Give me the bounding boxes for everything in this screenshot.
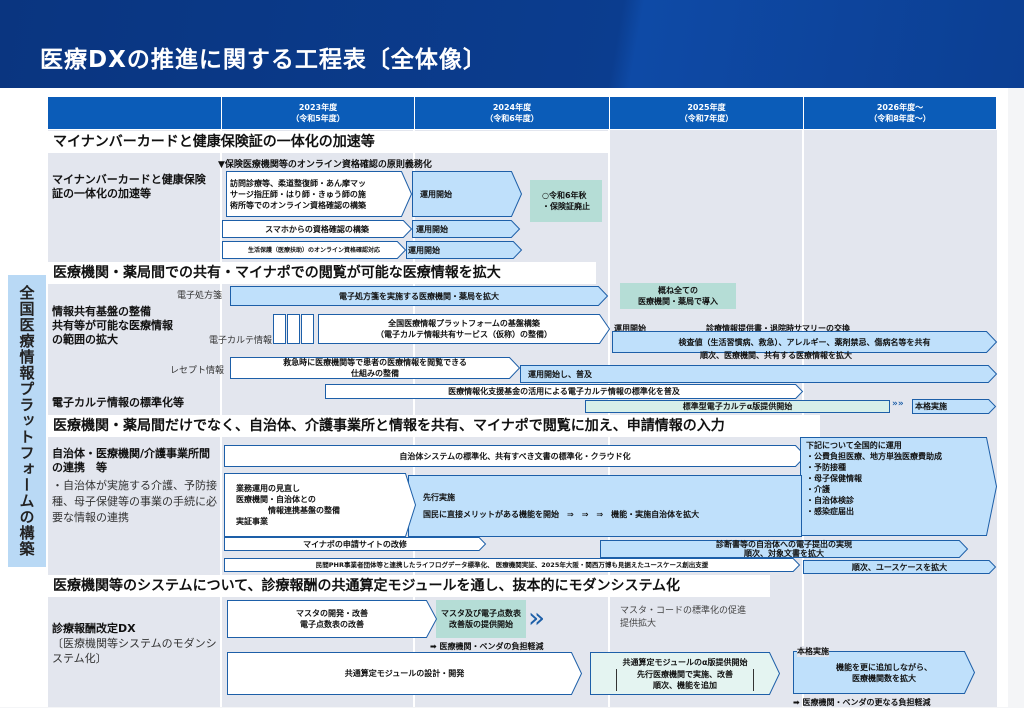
header-blank [48,97,222,129]
emr-label: 電子カルテ情報 [208,336,272,346]
arrow-shape [590,652,781,695]
header-2024: 2024年度 （令和6年度） [415,97,610,129]
section3-heading: 医療機関・薬局間だけでなく、自治体、介護事業所と情報を共有、マイナポで閲覧に加え… [48,415,820,437]
operation-start-1: 運用開始 [412,171,523,217]
receipt-label: レセプト情報 [169,366,224,376]
nationwide-operation-box: 下記について全国的に運用 ・公費負担医療、地方単独医療費助成・予防接種・母子保健… [800,437,998,536]
arrow-shape [226,171,413,217]
chevron-icons: » [528,601,546,634]
municipal-standard-arrow: 自治体システムの標準化、共有すべき文書の標準化・クラウド化 [224,445,807,467]
operation-start-3: 運用開始 [406,241,523,259]
emr-operation-start: 運用開始 [614,324,646,333]
section3-label: 自治体・医療機関/介護事業所間の連携 等 [52,447,211,474]
section2-label: 情報共有基盤の整備 共有等が可能な医療情報 の範囲の拡大 [52,305,173,346]
arrow-shape [222,241,407,259]
phase-block [273,314,286,344]
arrow-shape [408,475,802,537]
fund-arrow: 医療情報化支援基金の活用による電子カルテ情報の標準化を普及 [325,384,804,399]
mynaportal-arrow: マイナポの申請サイトの改修 [224,537,487,551]
master-next-text: マスタ・コードの標準化の促進 提供拡大 [620,606,747,629]
emr-operation-arrow: 検査値（生活習慣病、救急）、アレルギー、薬剤禁忌、傷病名等を共有 [612,331,998,353]
arrow-shape [412,220,521,238]
header-2026: 2026年度～ （令和8年度～） [804,97,997,129]
smartphone-check-arrow: スマホからの資格確認の構築 [222,220,413,238]
section4-label: 診療報酬改定DX [52,622,136,635]
emr-exchange-text: 診療情報提供書・退院時サマリーの交換 [706,324,850,333]
emr-standard-label: 電子カルテ情報の標準化等 [52,396,184,409]
module-full-arrow: 機能を更に追加しながら、 医療機関数を拡大 [793,651,976,694]
mandate-marker: ▼保険医療機関等のオンライン資格確認の原則義務化 [218,160,432,170]
burden-reduction-2: ➡ 医療機関・ベンダの更なる負担軽減 [793,698,931,707]
arrow-shape [325,384,804,399]
module-dev-arrow: 共通算定モジュールの設計・開発 [227,652,583,695]
header-2023: 2023年度 （令和5年度） [222,97,415,129]
arrow-shape [230,357,521,379]
standard-emr-alpha: 標準型電子カルテα版提供開始 [585,400,890,413]
section2-heading: 医療機関・薬局間での共有・マイナポでの閲覧が可能な医療情報を拡大 [48,262,596,284]
insurance-card-abolish-box: ○令和6年秋 ・保険証廃止 [530,180,602,222]
section1-label: マイナンバーカードと健康保険証の一体化の加速等 [52,173,206,200]
side-label: 全国医療情報プラットフォームの構築 [8,275,46,567]
master-dev-arrow: マスタの開発・改善 電子点数表の改善 [227,600,438,638]
eprescription-goal-box: 概ね全ての 医療機関・薬局で導入 [620,283,736,309]
page-title: 医療DXの推進に関する工程表〔全体像〕 [40,47,487,73]
arrow-shape [227,652,583,695]
arrow-shape [612,331,998,353]
column-2026 [804,130,997,707]
burden-reduction-1: ➡ 医療機関・ベンダの負担軽減 [430,642,544,651]
emr-expand-text: 順次、医療機関、共有する医療情報を拡大 [700,351,852,360]
operation-review-arrow: 業務運用の見直し 医療機関・自治体との 情報連携基盤の整備 実証事業 [224,473,417,537]
module-alpha-arrow: 共通算定モジュールのα版提供開始先行医療機関で実施、改善 順次、機能を追加 [590,652,781,695]
eprescription-label: 電子処方箋 [176,291,222,301]
arrow-shape [224,537,487,551]
module-full-title: 本格実施 [797,646,829,657]
phase-block [287,314,300,344]
pilot-implementation-area: 先行実施国民に直接メリットがある機能を開始 ⇒ ⇒ ⇒ 機能・実施自治体を拡大 [408,475,802,537]
arrow-shape [520,365,998,383]
arrow-shape [230,286,609,306]
arrow-shape [318,314,611,344]
arrow-shape [224,558,801,572]
full-implementation-arrow: 本格実施 [912,399,997,414]
arrow-shape [793,651,976,694]
phase-block [301,314,314,344]
phr-arrow: 民間PHR事業者団体等と連携したライフログデータ標準化、 医療機関実証、2025… [224,558,801,572]
section3-description: ・自治体が実施する介護、予防接種、母子保健等の事業の手続に必要な情報の連携 [52,479,217,524]
arrow-shape [412,171,523,217]
operation-start-2: 運用開始 [412,220,521,238]
section4-sublabel: 〔医療機関等システムのモダンシステム化〕 [52,637,217,665]
receipt-operation-arrow: 運用開始し、普及 [520,365,998,383]
arrow-shape [227,600,438,638]
section1-heading: マイナンバーカードと健康保険証の一体化の加速等 [48,131,610,153]
welfare-check-arrow: 生活保護（医療扶助）のオンライン資格確認対応 [222,241,407,259]
master-release-box: マスタ及び電子点数表 改善版の提供開始 [436,600,526,638]
arrow-shape [912,399,997,414]
section4-heading: 医療機関等のシステムについて、診療報酬の共通算定モジュールを通し、抜本的にモダン… [48,575,770,597]
header-2025: 2025年度 （令和7年度） [610,97,804,129]
chevron-icons: »» [892,399,904,409]
arrow-shape [224,473,417,537]
online-check-build-arrow: 訪問診療等、柔道整復師・あん摩マッ サージ指圧師・はり師・きゅう師の施 術所等で… [226,171,413,217]
title-bar [0,0,1024,88]
certificate-submission-arrow: 診断書等の自治体への電子提出の実現 順次、対象文書を拡大 [600,540,969,558]
eprescription-arrow: 電子処方箋を実施する医療機関・薬局を拡大 [230,286,609,306]
arrow-shape [222,220,413,238]
platform-build-arrow: 全国医療情報プラットフォームの基盤構築 （電子カルテ情報共有サービス（仮称）の整… [318,314,611,344]
usecase-expand-arrow: 順次、ユースケースを拡大 [803,560,997,574]
receipt-arrow: 救急時に医療機関等で患者の医療情報を閲覧できる 仕組みの整備 [230,357,521,379]
arrow-shape [585,400,890,413]
arrow-shape [803,560,997,574]
arrow-shape [600,540,969,558]
arrow-shape [406,241,523,259]
